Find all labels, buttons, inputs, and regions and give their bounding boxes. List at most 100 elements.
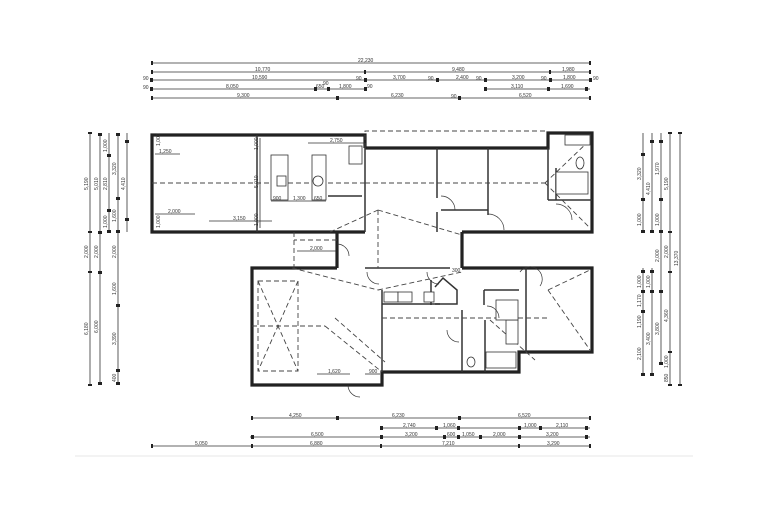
dim-right: 3,400 <box>646 332 652 345</box>
door-swing <box>440 195 456 211</box>
interior-dim: 5,010 <box>254 175 260 188</box>
dim-gap: 90 <box>541 76 547 82</box>
toilet-icon <box>466 356 476 368</box>
dim-top: 8,050 <box>226 84 239 90</box>
dim-bottom: 7,210 <box>442 441 455 447</box>
dim-bottom: 4,250 <box>289 413 302 419</box>
sink-icon <box>276 175 287 187</box>
dim-top: 3,200 <box>512 75 525 81</box>
dim-bottom: 3,200 <box>546 432 559 438</box>
dim-left: 1,600 <box>112 282 118 295</box>
dim-top: 6,230 <box>391 93 404 99</box>
dim-right: 3,800 <box>655 322 661 335</box>
dim-right: 1,190 <box>637 315 643 328</box>
door-swing <box>336 243 350 257</box>
interior-dim: 900 <box>273 196 282 202</box>
dim-left: 400 <box>112 373 118 382</box>
dim-top: 1,800 <box>563 75 576 81</box>
dim-bottom: 6,230 <box>392 413 405 419</box>
interior-dim: 1,620 <box>328 369 341 375</box>
interior-walls <box>256 135 592 372</box>
dim-right: 2,100 <box>637 347 643 360</box>
dim-gap: 90 <box>356 76 362 82</box>
interior-dim: 1,000 <box>156 133 162 146</box>
interior-dim: 2,750 <box>330 138 343 144</box>
dim-bottom: 600 <box>447 432 456 438</box>
dim-top: 6,520 <box>519 93 532 99</box>
dim-right-total: 13,370 <box>674 250 680 266</box>
dim-bottom: 3,200 <box>405 432 418 438</box>
dim-right: 4,360 <box>664 309 670 322</box>
dim-right: 1,000 <box>664 355 670 368</box>
dim-right: 5,190 <box>664 177 670 190</box>
vanity <box>564 134 591 146</box>
dim-bottom: 6,880 <box>310 441 323 447</box>
dim-gap: 90 <box>143 76 149 82</box>
dim-left: 3,320 <box>112 162 118 175</box>
toilet-icon <box>575 156 585 170</box>
dim-bottom: 1,050 <box>462 432 475 438</box>
dim-left: 6,000 <box>94 320 100 333</box>
dim-top: 9,300 <box>237 93 250 99</box>
dim-gap: 90 <box>451 94 457 100</box>
interior-dim: 1,000 <box>156 215 162 228</box>
dim-left: 2,810 <box>103 177 109 190</box>
dim-top: 9,480 <box>452 67 465 73</box>
dim-top: 650 <box>316 84 325 90</box>
interior-dim: 650 <box>314 196 323 202</box>
laundry-tub <box>383 291 399 303</box>
interior-dim: 1,000 <box>254 213 260 226</box>
dim-right: 4,410 <box>646 182 652 195</box>
interior-dim: 900 <box>369 369 378 375</box>
cooktop-icon <box>312 175 324 187</box>
dim-bottom: 2,740 <box>403 423 416 429</box>
door-swing <box>426 271 440 285</box>
dim-gap: 90 <box>428 76 434 82</box>
dimension-top: 22,230 10,770 9,480 1,980 10,590 3,700 2… <box>143 58 599 100</box>
dim-top-total: 22,230 <box>358 58 374 64</box>
dim-top: 10,770 <box>255 67 271 73</box>
door-swing <box>446 329 460 343</box>
dim-left: 2,000 <box>94 245 100 258</box>
dim-left: 5,190 <box>84 177 90 190</box>
dim-gap: 90 <box>143 85 149 91</box>
dim-top: 3,700 <box>393 75 406 81</box>
door-swing <box>366 271 380 285</box>
roof-outlines <box>152 130 591 373</box>
interior-dim: 2,000 <box>168 209 181 215</box>
dim-left: 1,000 <box>103 215 109 228</box>
door-swing <box>487 213 505 231</box>
dim-bottom: 2,000 <box>493 432 506 438</box>
bath-icon <box>485 351 517 369</box>
dim-bottom: 3,290 <box>547 441 560 447</box>
dim-bottom: 1,000 <box>524 423 537 429</box>
dimension-left: 5,190 2,000 6,180 5,010 2,000 6,000 1,00… <box>84 132 129 386</box>
dim-left: 6,180 <box>84 322 90 335</box>
interior-dim: 1,300 <box>293 196 306 202</box>
dim-gap: 90 <box>476 76 482 82</box>
dim-left: 4,410 <box>121 177 127 190</box>
dim-right: 3,320 <box>637 167 643 180</box>
dim-bottom: 5,050 <box>195 441 208 447</box>
interior-dimensions: 1,250 1,000 1,000 2,000 3,150 1,000 5,01… <box>155 133 461 375</box>
dim-top: 3,110 <box>511 84 523 90</box>
dim-right: 1,970 <box>655 162 661 175</box>
doors <box>336 195 573 398</box>
dim-right: 2,000 <box>655 249 661 262</box>
dim-gap: 90 <box>323 81 329 87</box>
dim-right: 850 <box>664 373 670 382</box>
dim-top: 1,980 <box>562 67 575 73</box>
dim-right: 1,000 <box>637 213 643 226</box>
fridge-space <box>348 145 363 165</box>
dimension-right: 3,320 1,000 1,000 1,170 1,190 2,100 4,41… <box>637 132 682 386</box>
dim-top: 2,400 <box>456 75 469 81</box>
dim-left: 5,010 <box>94 177 100 190</box>
interior-dim: 3,150 <box>233 216 246 222</box>
interior-dim: 2,000 <box>310 246 323 252</box>
dim-left: 1,600 <box>112 209 118 222</box>
dim-right: 2,000 <box>664 245 670 258</box>
washer-icon <box>397 291 413 303</box>
vanity <box>505 319 519 345</box>
interior-dim: 300 <box>452 268 461 274</box>
